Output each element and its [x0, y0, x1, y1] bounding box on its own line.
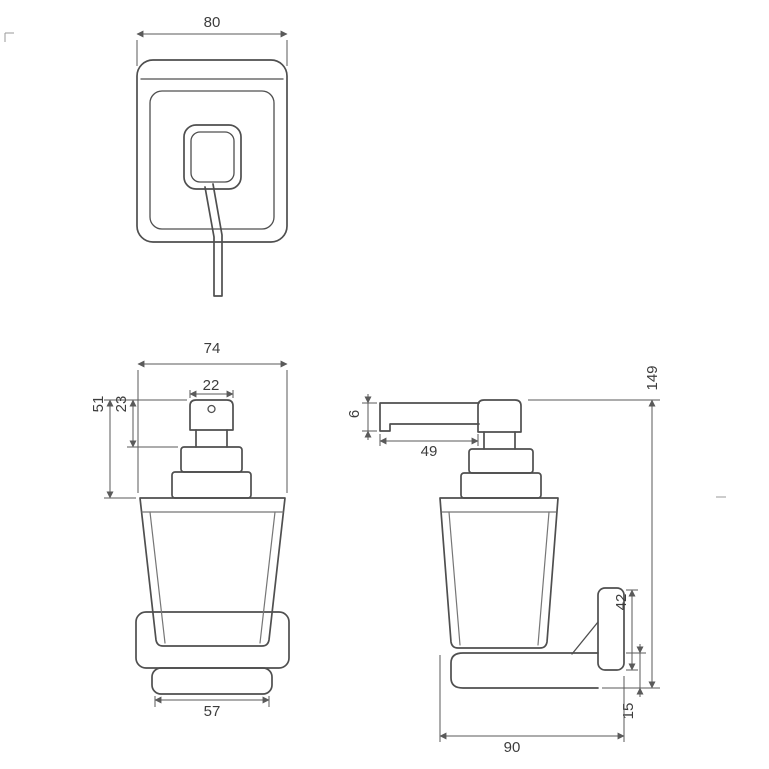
dim-pump-height-label: 51 — [90, 396, 107, 413]
holder-lip-front — [151, 667, 273, 695]
mount-plate-outline — [136, 59, 288, 243]
dim-pump-height: 51 — [90, 396, 187, 499]
dim-pump-head-width: 22 — [189, 377, 234, 398]
dim-holder-lip-height-label: 15 — [620, 703, 637, 720]
dim-pump-head-width-label: 22 — [203, 377, 220, 394]
pump-collar-front — [180, 446, 243, 473]
pump-head-side — [477, 399, 522, 433]
holder-ring-side — [450, 652, 599, 689]
dim-mount-width-label: 80 — [204, 14, 221, 31]
mount-hole-inner — [190, 131, 235, 183]
bottle-inner-walls-side — [448, 511, 550, 646]
spout-side — [379, 402, 480, 432]
mount-hole-outer — [183, 124, 242, 190]
sheet-mark-top-left — [4, 32, 14, 42]
pump-head-front — [189, 399, 234, 431]
dim-spout-reach: 49 — [379, 434, 479, 460]
dim-depth-label: 90 — [504, 739, 521, 756]
dim-bracket-height-label: 42 — [613, 594, 630, 611]
dim-body-width-label: 74 — [204, 340, 221, 357]
bottle-inner-walls-front — [149, 511, 276, 644]
pump-neck-front — [195, 429, 228, 448]
bracket-gusset-line — [571, 621, 599, 655]
pump-collar-side — [468, 448, 534, 474]
dim-bracket-height: 42 — [613, 589, 638, 671]
dim-body-width: 74 — [137, 340, 288, 493]
pump-base-side — [460, 472, 542, 499]
view-dispenser-side: 6 49 149 42 15 — [346, 365, 661, 756]
pump-button — [207, 404, 216, 414]
dim-spout-thickness: 6 — [346, 394, 377, 440]
view-mount-front: 80 — [136, 14, 288, 297]
pump-base-front — [171, 471, 252, 499]
bottle-front — [139, 497, 286, 647]
bracket-front — [135, 611, 290, 669]
bottle-side — [439, 497, 559, 649]
dim-spout-reach-label: 49 — [421, 443, 438, 460]
wall-plate-side — [597, 587, 625, 671]
mount-plate-inner-face — [149, 90, 275, 230]
dim-depth: 90 — [439, 655, 625, 756]
dim-total-height-label: 149 — [644, 365, 661, 390]
pump-tube — [204, 183, 223, 297]
dim-mount-width: 80 — [136, 14, 288, 66]
dim-base-width-label: 57 — [204, 703, 221, 720]
dim-base-width: 57 — [154, 696, 270, 720]
dim-pump-upper-height-label: 23 — [113, 396, 130, 413]
view-dispenser-front: 74 22 51 23 — [90, 340, 290, 720]
pump-neck-side — [483, 431, 516, 450]
dim-total-height: 149 — [528, 365, 661, 689]
dim-pump-upper-height: 23 — [113, 396, 178, 448]
dim-spout-thickness-label: 6 — [346, 410, 363, 418]
